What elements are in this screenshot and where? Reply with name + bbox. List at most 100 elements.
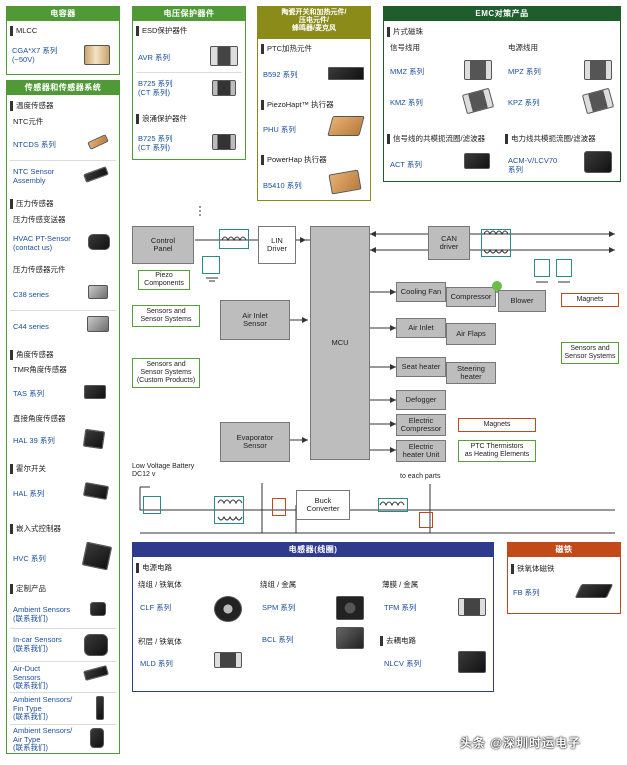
mld-inductor-icon — [214, 652, 242, 668]
cooling-fan-block[interactable]: Cooling Fan — [396, 282, 446, 302]
ntcds-series-link[interactable]: NTCDS 系列 — [13, 140, 56, 149]
can-choke-frame — [481, 229, 511, 257]
capacitor-panel-title: 电容器 — [7, 7, 119, 21]
c44-sensor-icon — [87, 316, 109, 332]
signal-cm-choke-section: 信号线的共模扼流圈/滤波器 — [387, 134, 485, 144]
c38-series-link[interactable]: C38 series — [13, 290, 49, 299]
b592-heater-icon — [328, 67, 364, 80]
b725-chip-icon-2 — [212, 134, 236, 150]
c44-series-link[interactable]: C44 series — [13, 322, 49, 331]
inductor-panel: 电感器(线圈) — [132, 542, 494, 692]
ambient-sensors-link[interactable]: Ambient Sensors(联系我们) — [13, 605, 71, 623]
film-metal-label: 薄膜 / 金属 — [382, 580, 419, 589]
blower-block[interactable]: Blower — [498, 290, 546, 312]
voltage-panel-title: 电压保护器件 — [133, 7, 245, 21]
ceramic-panel: 陶瓷开关和加热元件/压电元件/蜂鸣器/麦克风 — [257, 6, 371, 201]
b725-chip-icon-1 — [212, 80, 236, 96]
bcl-series-link[interactable]: BCL 系列 — [262, 635, 294, 644]
mlcc-section: MLCC — [10, 26, 37, 36]
pressure-sensor-section: 压力传感器 — [10, 199, 54, 209]
kpz-series-link[interactable]: KPZ 系列 — [508, 98, 540, 107]
mmz-series-link[interactable]: MMZ 系列 — [390, 67, 425, 76]
seat-heater-block[interactable]: Seat heater — [396, 357, 446, 377]
incar-sensors-link[interactable]: In-car Sensors(联系我们) — [13, 635, 62, 653]
magnets-label-mid: Magnets — [458, 418, 536, 432]
mpz-series-link[interactable]: MPZ 系列 — [508, 67, 541, 76]
clf-series-link[interactable]: CLF 系列 — [140, 603, 172, 612]
tfm-series-link[interactable]: TFM 系列 — [384, 603, 417, 612]
c38-sensor-icon — [88, 285, 108, 299]
air-inlet-block[interactable]: Air Inlet — [396, 318, 446, 338]
hvac-sensor-icon — [88, 234, 110, 250]
battery-tvs-frame — [143, 496, 161, 514]
ptc-heater-section: PTC加热元件 — [261, 44, 312, 54]
b592-series-link[interactable]: B592 系列 — [263, 70, 298, 79]
act-series-link[interactable]: ACT 系列 — [390, 160, 422, 169]
nlcv-series-link[interactable]: NLCV 系列 — [384, 659, 422, 668]
can-tvs-frame-1 — [534, 259, 550, 277]
watermark-text: 头条 @深圳时运电子 — [460, 736, 582, 750]
spm-inductor-icon — [336, 596, 364, 620]
cga-series-link[interactable]: CGA*X7 系列(~50V) — [12, 46, 58, 64]
magnet-panel: 磁铁 — [507, 542, 621, 614]
custom-products-section: 定制产品 — [10, 584, 46, 594]
b725-ct-series-link-1[interactable]: B725 系列(CT 系列) — [138, 79, 173, 97]
air-type-sensors-link[interactable]: Ambient Sensors/Air Type(联系我们) — [13, 726, 73, 752]
kmz-series-link[interactable]: KMZ 系列 — [390, 98, 423, 107]
phu-series-link[interactable]: PHU 系列 — [263, 125, 296, 134]
air-flaps-block[interactable]: Air Flaps — [446, 323, 496, 345]
tas-series-link[interactable]: TAS 系列 — [13, 389, 45, 398]
embedded-controller-section: 嵌入式控制器 — [10, 524, 61, 534]
chip-bead-section: 片式磁珠 — [387, 27, 423, 37]
decoupling-section: 去耦电路 — [380, 636, 416, 646]
bcl-inductor-icon — [336, 627, 364, 649]
mld-series-link[interactable]: MLD 系列 — [140, 659, 173, 668]
tmr-angle-label: TMR角度传感器 — [13, 365, 67, 374]
hal-series-link[interactable]: HAL 系列 — [13, 489, 45, 498]
defogger-block[interactable]: Defogger — [396, 390, 446, 410]
compressor-status-dot — [492, 281, 502, 291]
powerhap-section: PowerHap 执行器 — [261, 155, 327, 165]
hvc-series-link[interactable]: HVC 系列 — [13, 554, 46, 563]
act-choke-icon — [464, 153, 490, 169]
mcu-block[interactable]: MCU — [310, 226, 370, 460]
surge-section: 浪涌保护器件 — [136, 114, 187, 124]
emc-panel: EMC对策产品 — [383, 6, 621, 182]
hal39-series-link[interactable]: HAL 39 系列 — [13, 436, 55, 445]
b725-ct-series-link-2[interactable]: B725 系列(CT 系列) — [138, 134, 173, 152]
avr-chip-icon — [210, 46, 238, 66]
spm-series-link[interactable]: SPM 系列 — [262, 603, 296, 612]
signal-line-label: 信号线用 — [390, 43, 420, 52]
mpz-bead-icon — [584, 60, 612, 80]
fb-series-link[interactable]: FB 系列 — [513, 588, 540, 597]
ambient-sensor-icon — [90, 602, 106, 616]
b5410-series-link[interactable]: B5410 系列 — [263, 181, 302, 190]
sensors-panel-title: 传感器和传感器系统 — [7, 81, 119, 95]
inductor-panel-title: 电感器(线圈) — [133, 543, 493, 557]
hvac-pt-sensor-link[interactable]: HVAC PT-Sensor(contact us) — [13, 234, 71, 252]
compressor-block[interactable]: Compressor — [446, 287, 496, 307]
emc-panel-title: EMC对策产品 — [384, 7, 620, 21]
fin-type-sensor-icon — [96, 696, 104, 720]
ceramic-panel-title: 陶瓷开关和加热元件/压电元件/蜂鸣器/麦克风 — [258, 7, 370, 39]
fin-type-sensors-link[interactable]: Ambient Sensors/Fin Type(联系我们) — [13, 695, 73, 721]
can-tvs-frame-2 — [556, 259, 572, 277]
avr-series-link[interactable]: AVR 系列 — [138, 53, 170, 62]
